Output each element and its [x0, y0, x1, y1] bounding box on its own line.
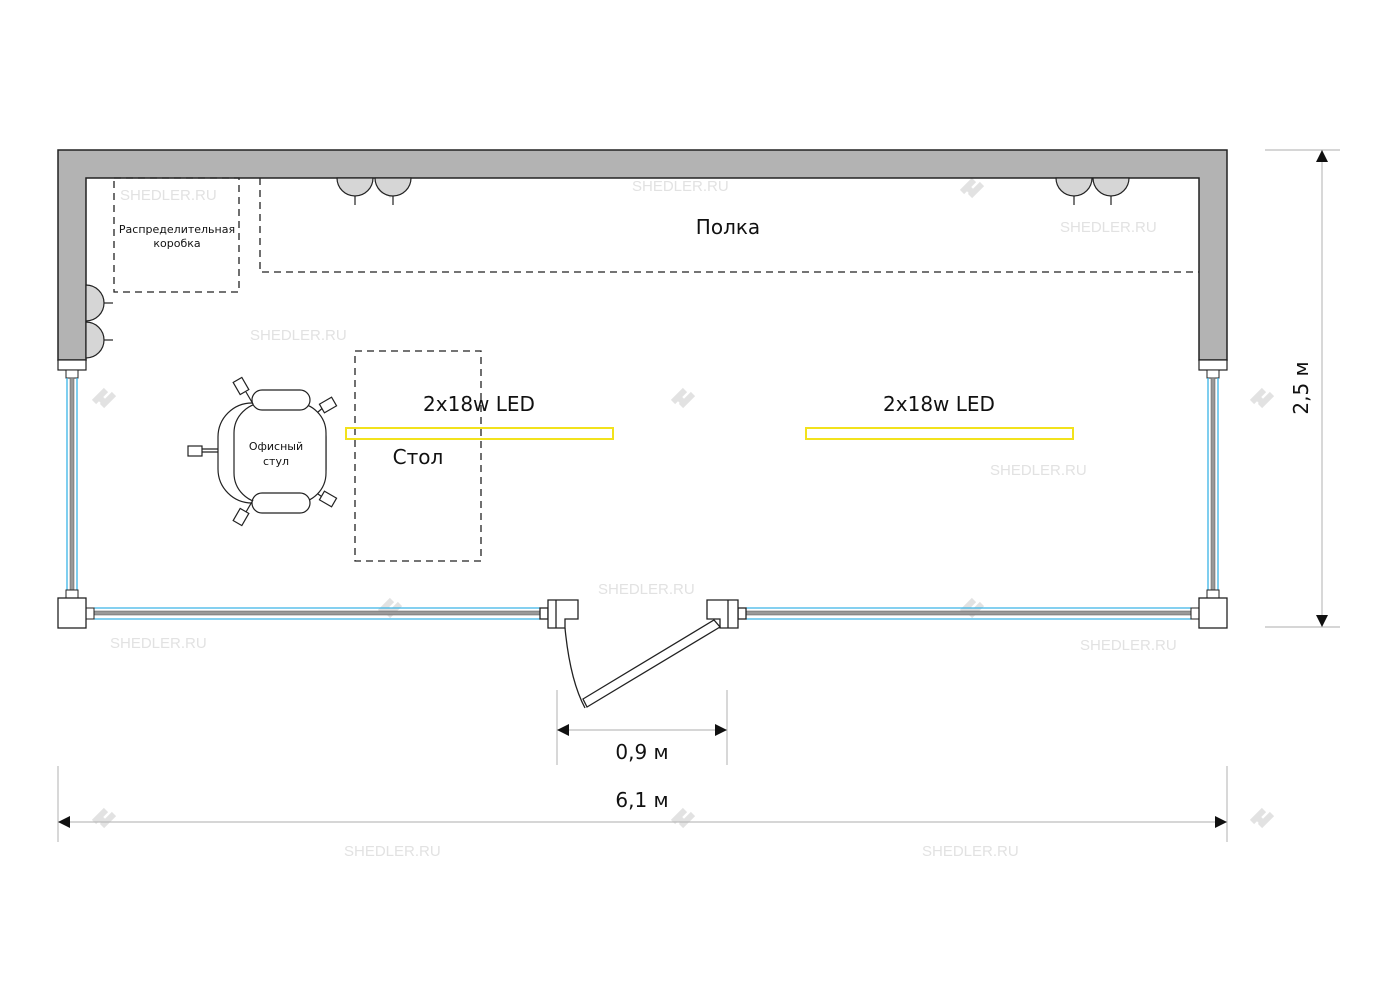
watermark-text: SHEDLER.RU: [120, 187, 217, 204]
led-right-label: 2x18w LED: [883, 392, 995, 416]
door-dimension-label: 0,9 м: [615, 740, 668, 764]
shelf-label: Полка: [696, 215, 760, 239]
led-light-left: [345, 427, 614, 440]
junction-box: [113, 177, 240, 293]
watermark-text: SHEDLER.RU: [632, 178, 729, 195]
shelf-outline: [259, 178, 1199, 273]
watermark-text: SHEDLER.RU: [990, 462, 1087, 479]
watermark-text: SHEDLER.RU: [922, 843, 1019, 860]
table-label: Стол: [393, 445, 444, 469]
height-dimension-label: 2,5 м: [1289, 361, 1313, 414]
watermark-logo-icons: [91, 177, 1275, 829]
width-dimension-label: 6,1 м: [615, 788, 668, 812]
arrow-left-icon: [557, 724, 569, 736]
led-light-right: [805, 427, 1074, 440]
arrow-right-icon: [1215, 816, 1227, 828]
table-outline: [354, 350, 482, 562]
arrow-left-icon: [58, 816, 70, 828]
corner-post-left: [57, 597, 87, 629]
dimension-height: [1265, 149, 1340, 628]
window-bottom-left: [85, 607, 541, 620]
chair-label: Офисный: [249, 440, 303, 453]
dimension-door: [556, 690, 728, 765]
arrow-down-icon: [1316, 615, 1328, 627]
window-right: [1206, 369, 1220, 599]
led-left-label: 2x18w LED: [423, 392, 535, 416]
watermark-text: SHEDLER.RU: [598, 581, 695, 598]
office-chair: [187, 376, 338, 527]
junction-box-label: Распределительная: [119, 223, 235, 236]
door: [539, 599, 747, 709]
watermark-text: SHEDLER.RU: [250, 327, 347, 344]
watermarks: SHEDLER.RU SHEDLER.RU SHEDLER.RU SHEDLER…: [110, 178, 1177, 860]
arrow-up-icon: [1316, 150, 1328, 162]
dimension-width: [57, 766, 1228, 842]
watermark-text: SHEDLER.RU: [1080, 637, 1177, 654]
arrow-right-icon: [715, 724, 727, 736]
window-left: [65, 369, 79, 599]
chair-label: стул: [263, 455, 289, 468]
wall-cap-left: [57, 359, 87, 371]
junction-box-label: коробка: [153, 237, 200, 250]
socket-icons: [85, 177, 1130, 359]
window-bottom-right: [745, 607, 1200, 620]
watermark-text: SHEDLER.RU: [1060, 219, 1157, 236]
corner-post-right: [1198, 597, 1228, 629]
watermark-text: SHEDLER.RU: [110, 635, 207, 652]
watermark-text: SHEDLER.RU: [344, 843, 441, 860]
wall-cap-right: [1198, 359, 1228, 371]
